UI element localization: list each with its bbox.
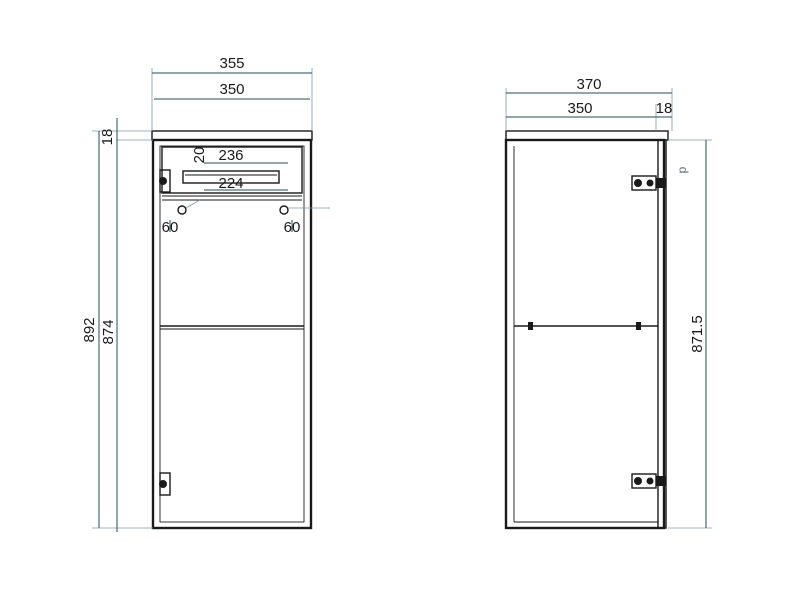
shelf-pin-left: [528, 322, 533, 330]
side-door-edge: [657, 139, 667, 529]
dim-handle-length: 236: [218, 147, 243, 164]
front-hinge-bottom: [159, 472, 171, 496]
side-top-panel: [505, 130, 669, 141]
dim-handle-height: 20: [191, 147, 208, 164]
dim-side-top-thickness: 18: [656, 100, 673, 117]
dim-front-height-body: 874: [100, 319, 117, 344]
dim-hole-right: 60: [284, 219, 301, 236]
side-body-outline: [504, 138, 666, 530]
front-hinge-top: [159, 169, 171, 193]
dim-hole-left: 60: [162, 219, 179, 236]
shelf-pin-right: [636, 322, 641, 330]
dim-side-depth-inner: 350: [567, 100, 592, 117]
side-hinge-bottom: [631, 473, 666, 489]
dim-side-height-door: 871.5: [689, 315, 706, 353]
front-body-outline: [151, 138, 313, 530]
side-hinge-mark: p: [675, 166, 689, 173]
front-dimensions: 355 350 18 892 874 236 20 224 60 60: [81, 55, 330, 532]
left-hole: [177, 205, 187, 215]
side-hinge-top: [631, 175, 666, 191]
dim-side-depth-outer: 370: [576, 76, 601, 93]
dim-front-top-thickness: 18: [99, 129, 116, 146]
front-top-panel: [151, 130, 313, 141]
dim-handle-hole-spacing: 224: [218, 175, 243, 192]
right-hole: [279, 205, 289, 215]
side-dimensions: 370 350 18 871.5 p: [505, 76, 712, 529]
front-view: [151, 130, 313, 530]
dim-front-width-inner: 350: [219, 81, 244, 98]
dim-front-width-outer: 355: [219, 55, 244, 72]
dim-front-height-total: 892: [81, 317, 98, 342]
side-view: [504, 130, 669, 530]
front-door-inner: [159, 145, 305, 523]
drawer-handle: [182, 170, 280, 184]
